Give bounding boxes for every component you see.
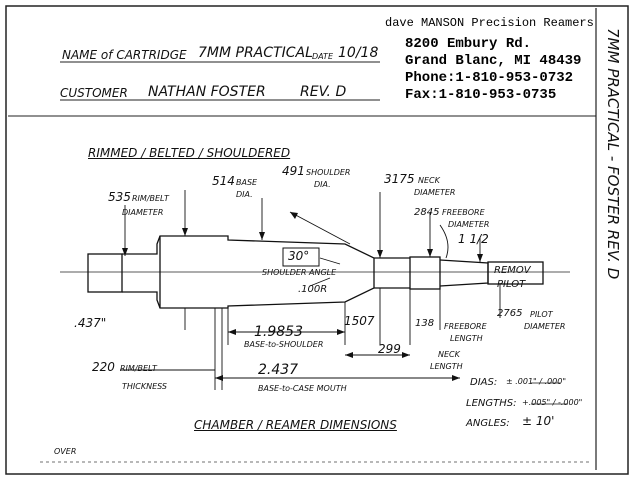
side-note: 7MM PRACTICAL - FOSTER REV. D xyxy=(604,28,622,280)
tol-angles-label: ANGLES: xyxy=(466,418,510,429)
freebore-length-value: 138 xyxy=(415,318,435,329)
case-length-label: BASE-to-CASE MOUTH xyxy=(258,384,347,393)
shank-value: .437" xyxy=(74,316,107,330)
footer-title: CHAMBER / REAMER DIMENSIONS xyxy=(194,418,397,432)
neck-length-label1: NECK xyxy=(438,350,460,359)
tol-dias-value: ± .001" / .000" xyxy=(506,377,567,386)
freebore-length-label1: FREEBORE xyxy=(444,322,487,331)
neck-length-value: 299 xyxy=(378,342,401,356)
cartridge-type: RIMMED / BELTED / SHOULDERED xyxy=(88,146,291,160)
rim-thickness-value: 220 xyxy=(92,360,115,374)
freebore-dia-label2: DIAMETER xyxy=(448,220,490,229)
shoulder-angle-value: 30° xyxy=(288,249,310,263)
pilot-dia-label1: PILOT xyxy=(530,310,553,319)
date-label: DATE xyxy=(312,52,333,61)
base-to-shoulder-value: 1.9853 xyxy=(254,324,303,340)
tol-lengths-label: LENGTHS: xyxy=(466,398,517,409)
company-city: Grand Blanc, MI 48439 xyxy=(405,53,582,69)
company-address: 8200 Embury Rd. xyxy=(405,36,532,52)
neck-dia-label2: DIAMETER xyxy=(414,188,456,197)
company-phone: Phone:1-810-953-0732 xyxy=(405,70,574,86)
rim-dia-label1: RIM/BELT xyxy=(132,194,169,203)
removable-pilot-2: PILOT xyxy=(497,279,526,290)
rim-dia-label2: DIAMETER xyxy=(122,208,164,217)
pilot-dia-label2: DIAMETER xyxy=(524,322,566,331)
over-note: OVER xyxy=(54,447,77,456)
rim-thickness-label1: RIM/BELT xyxy=(120,364,157,373)
revision: REV. D xyxy=(300,84,347,100)
customer-label: CUSTOMER xyxy=(60,86,128,100)
pilot-dia-value: 2765 xyxy=(497,308,523,319)
date-value: 10/18 xyxy=(338,45,379,61)
neck-length-label2: LENGTH xyxy=(430,362,463,371)
neck-dia-value: 3175 xyxy=(384,172,415,186)
shoulder-angle-label: SHOULDER ANGLE xyxy=(262,268,337,277)
shoulder-length-value: 1507 xyxy=(344,314,375,328)
tol-dias-label: DIAS: xyxy=(470,377,498,388)
case-length-value: 2.437 xyxy=(258,362,299,378)
base-dia-value: 514 xyxy=(212,174,235,188)
base-to-shoulder-label: BASE-to-SHOULDER xyxy=(244,340,324,349)
radius-value: .100R xyxy=(298,284,328,295)
freebore-dia-label1: FREEBORE xyxy=(442,208,485,217)
base-dia-label2: DIA. xyxy=(236,190,253,199)
tol-lengths-value: +.005" / -.000" xyxy=(522,398,583,407)
customer-value: NATHAN FOSTER xyxy=(148,84,266,100)
cartridge-value: 7MM PRACTICAL xyxy=(198,45,313,61)
neck-dia-label1: NECK xyxy=(418,176,440,185)
cartridge-label: NAME of CARTRIDGE xyxy=(62,48,187,62)
company-name: dave MANSON Precision Reamers xyxy=(385,16,594,30)
tol-angles-value: ± 10' xyxy=(522,414,555,428)
company-fax: Fax:1-810-953-0735 xyxy=(405,87,557,103)
shoulder-dia-label1: SHOULDER xyxy=(306,168,351,177)
removable-pilot-1: REMOV xyxy=(494,265,531,276)
base-dia-label1: BASE xyxy=(236,178,258,187)
shoulder-dia-label2: DIA. xyxy=(314,180,331,189)
rim-thickness-label2: THICKNESS xyxy=(122,382,168,391)
freebore-length-label2: LENGTH xyxy=(450,334,483,343)
shoulder-dia-value: 491 xyxy=(282,164,305,178)
rim-dia-value: 535 xyxy=(108,190,131,204)
freebore-angle: 1 1/2 xyxy=(458,232,489,246)
freebore-dia-value: 2845 xyxy=(414,207,440,218)
